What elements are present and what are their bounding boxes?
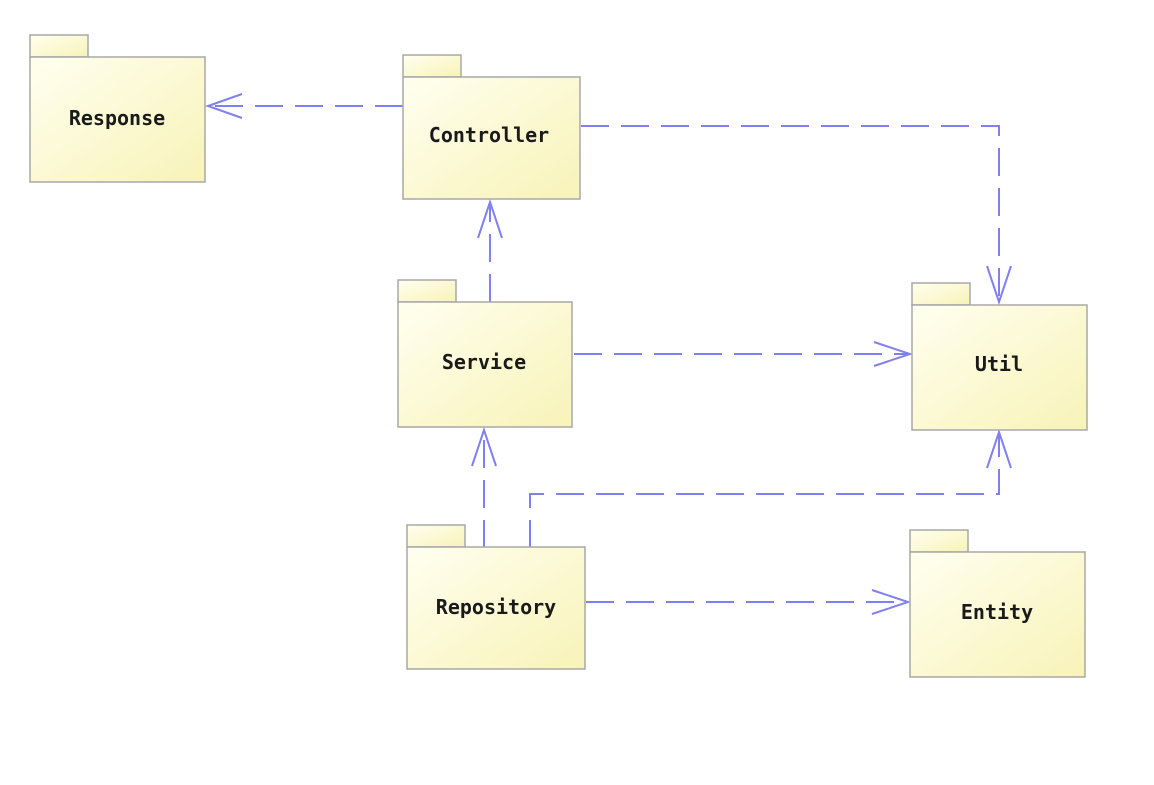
dependency-service-to-controller[interactable] (477, 198, 503, 302)
dependency-line (581, 125, 1000, 302)
package-body (406, 546, 586, 670)
dependency-repository-to-service[interactable] (471, 426, 497, 548)
arrow-head-icon (873, 341, 914, 367)
package-tab (402, 54, 462, 78)
package-tab (397, 279, 457, 303)
package-body (397, 301, 573, 428)
package-util[interactable]: Util (911, 282, 1088, 431)
dependency-line (529, 432, 1000, 548)
package-body (911, 304, 1088, 431)
arrow-head-icon (986, 428, 1012, 469)
package-body (29, 56, 206, 183)
package-controller[interactable]: Controller (402, 54, 581, 200)
package-label: Controller (429, 123, 549, 147)
dependency-service-to-util[interactable] (574, 341, 914, 367)
package-label: Response (69, 106, 165, 130)
package-tab (911, 282, 971, 306)
package-label: Repository (436, 595, 556, 619)
dependency-repository-to-util[interactable] (529, 428, 1012, 548)
package-label: Entity (961, 600, 1033, 624)
package-service[interactable]: Service (397, 279, 573, 428)
package-tab (406, 524, 466, 548)
package-response[interactable]: Response (29, 34, 206, 183)
arrow-head-icon (471, 426, 497, 467)
dependency-layer (204, 93, 1012, 615)
package-entity[interactable]: Entity (909, 529, 1086, 678)
package-label: Service (442, 350, 526, 374)
dependency-controller-to-response[interactable] (204, 93, 403, 119)
package-repository[interactable]: Repository (406, 524, 586, 670)
dependency-controller-to-util[interactable] (581, 125, 1012, 306)
package-tab (909, 529, 969, 553)
arrow-head-icon (477, 198, 503, 239)
dependency-repository-to-entity[interactable] (586, 589, 912, 615)
package-tab (29, 34, 89, 58)
arrow-head-icon (204, 93, 243, 119)
package-label: Util (975, 352, 1023, 376)
package-body (402, 76, 581, 200)
arrow-head-icon (986, 265, 1012, 306)
arrow-head-icon (871, 589, 912, 615)
package-body (909, 551, 1086, 678)
